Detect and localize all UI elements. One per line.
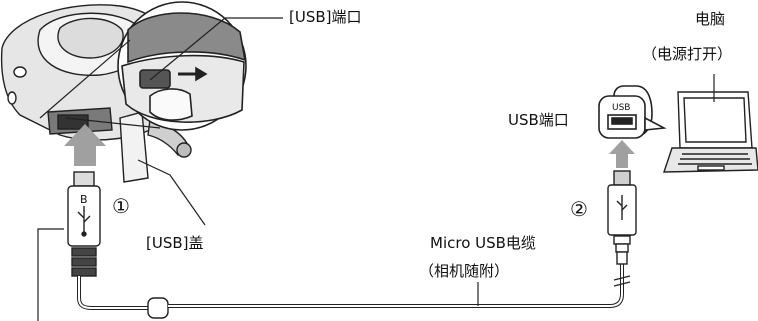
usb-cable bbox=[77, 264, 631, 319]
insert-arrow-camera bbox=[64, 124, 106, 166]
plug-leader bbox=[37, 228, 64, 321]
usb-cover-label: [USB]盖 bbox=[146, 234, 204, 252]
usb-small-label: USB bbox=[612, 103, 630, 113]
step-1-marker: ① bbox=[112, 194, 130, 218]
usb-port-magnifier bbox=[39, 1, 247, 131]
usb-cover-leader bbox=[137, 159, 206, 226]
usb-port-camera-label: [USB]端口 bbox=[289, 8, 362, 26]
cable-note-label: （相机随附） bbox=[419, 262, 510, 280]
insert-arrow-pc bbox=[609, 140, 635, 168]
computer-power-label: （电源打开） bbox=[642, 45, 733, 63]
cable-label: Micro USB电缆 bbox=[430, 234, 536, 252]
step-2-marker: ② bbox=[570, 197, 588, 221]
computer-label: 电脑 bbox=[695, 10, 726, 28]
micro-usb-plug bbox=[67, 171, 101, 277]
plug-b-label: B bbox=[80, 193, 88, 206]
usb-port-bubble bbox=[598, 85, 667, 139]
laptop-illustration bbox=[663, 74, 758, 173]
usb-port-pc-label: USB端口 bbox=[508, 111, 569, 129]
usb-a-plug bbox=[607, 170, 637, 265]
